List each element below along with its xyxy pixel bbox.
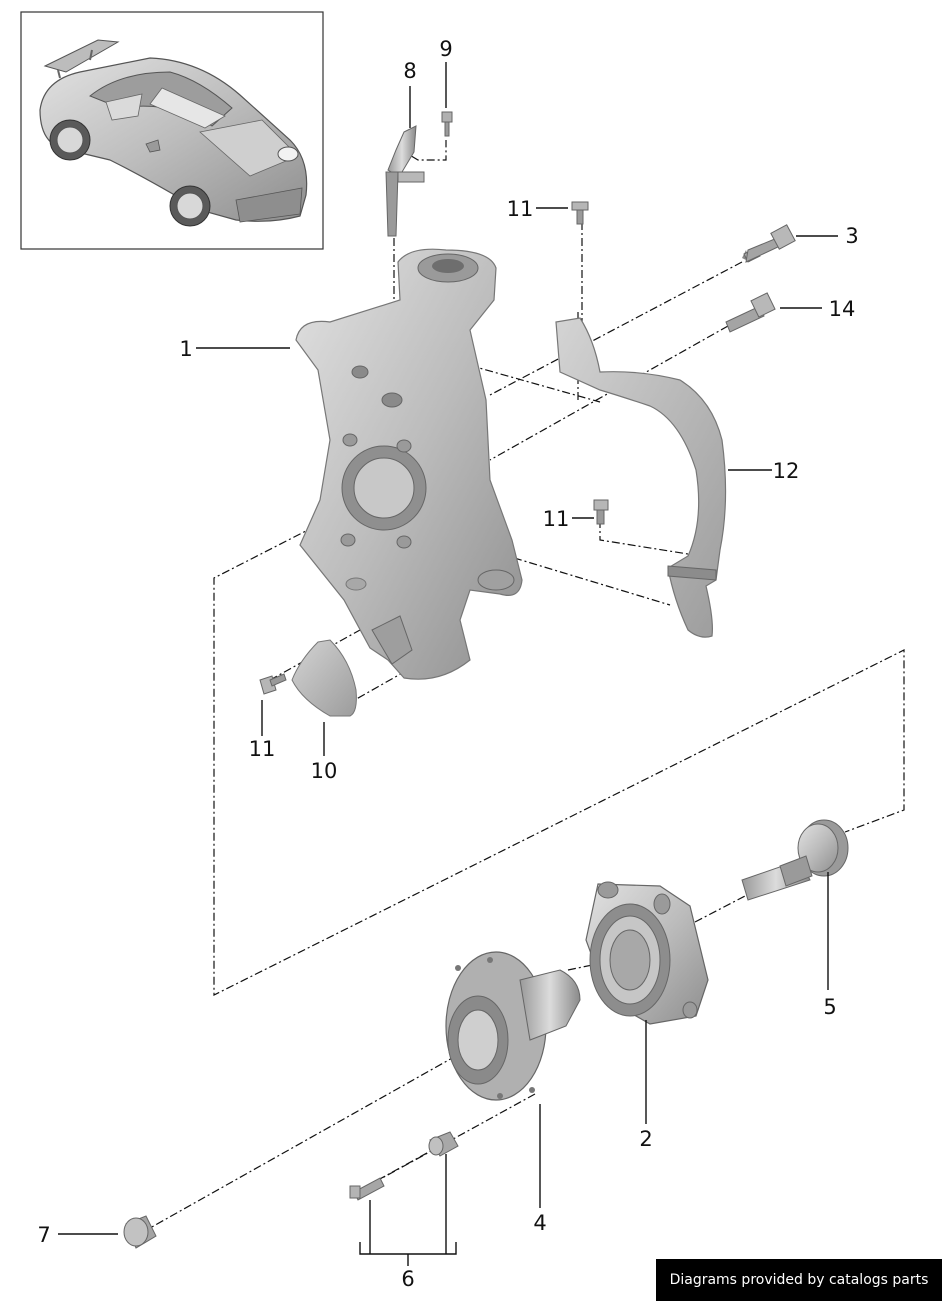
bolt-part (725, 292, 776, 333)
leader-lines (58, 62, 838, 1266)
wheel-carrier-part (295, 248, 523, 680)
callout-10: 10 (311, 759, 338, 783)
callout-11-left: 11 (249, 737, 276, 761)
sensor-bolt-part (441, 111, 453, 137)
callout-8: 8 (403, 59, 416, 83)
callout-labels: 8 9 11 3 14 1 12 11 11 10 5 2 4 7 6 (37, 37, 858, 1291)
diagram-credit-banner: Diagrams provided by catalogs parts (656, 1259, 942, 1301)
small-shield-part (291, 639, 357, 717)
callout-4: 4 (533, 1211, 546, 1235)
callout-5: 5 (823, 995, 836, 1019)
callout-6: 6 (401, 1267, 414, 1291)
callout-2: 2 (639, 1127, 652, 1151)
wheel-hub-part (445, 951, 581, 1101)
callout-1: 1 (179, 337, 192, 361)
callout-7: 7 (37, 1223, 50, 1247)
wheel-bearing-part (585, 881, 709, 1025)
callout-3: 3 (845, 224, 858, 248)
shield-bolt-mid-part (593, 499, 609, 525)
brake-shield-part (555, 317, 727, 638)
shield-bolt-top-part (571, 201, 589, 225)
callout-14: 14 (829, 297, 856, 321)
collar-nut-part (123, 1215, 157, 1249)
callout-9: 9 (439, 37, 452, 61)
car-image (39, 39, 308, 227)
shield-bolt-left-part (259, 673, 287, 695)
car-thumbnail (20, 11, 324, 250)
callout-11-top: 11 (507, 197, 534, 221)
long-bolt-part (742, 224, 796, 263)
speed-sensor-part (385, 125, 425, 237)
hub-bolt-part (349, 1131, 459, 1201)
drive-shaft-part (741, 819, 849, 901)
callout-12: 12 (773, 459, 800, 483)
callout-11-mid: 11 (543, 507, 570, 531)
credit-text: Diagrams provided by catalogs parts (669, 1272, 929, 1288)
